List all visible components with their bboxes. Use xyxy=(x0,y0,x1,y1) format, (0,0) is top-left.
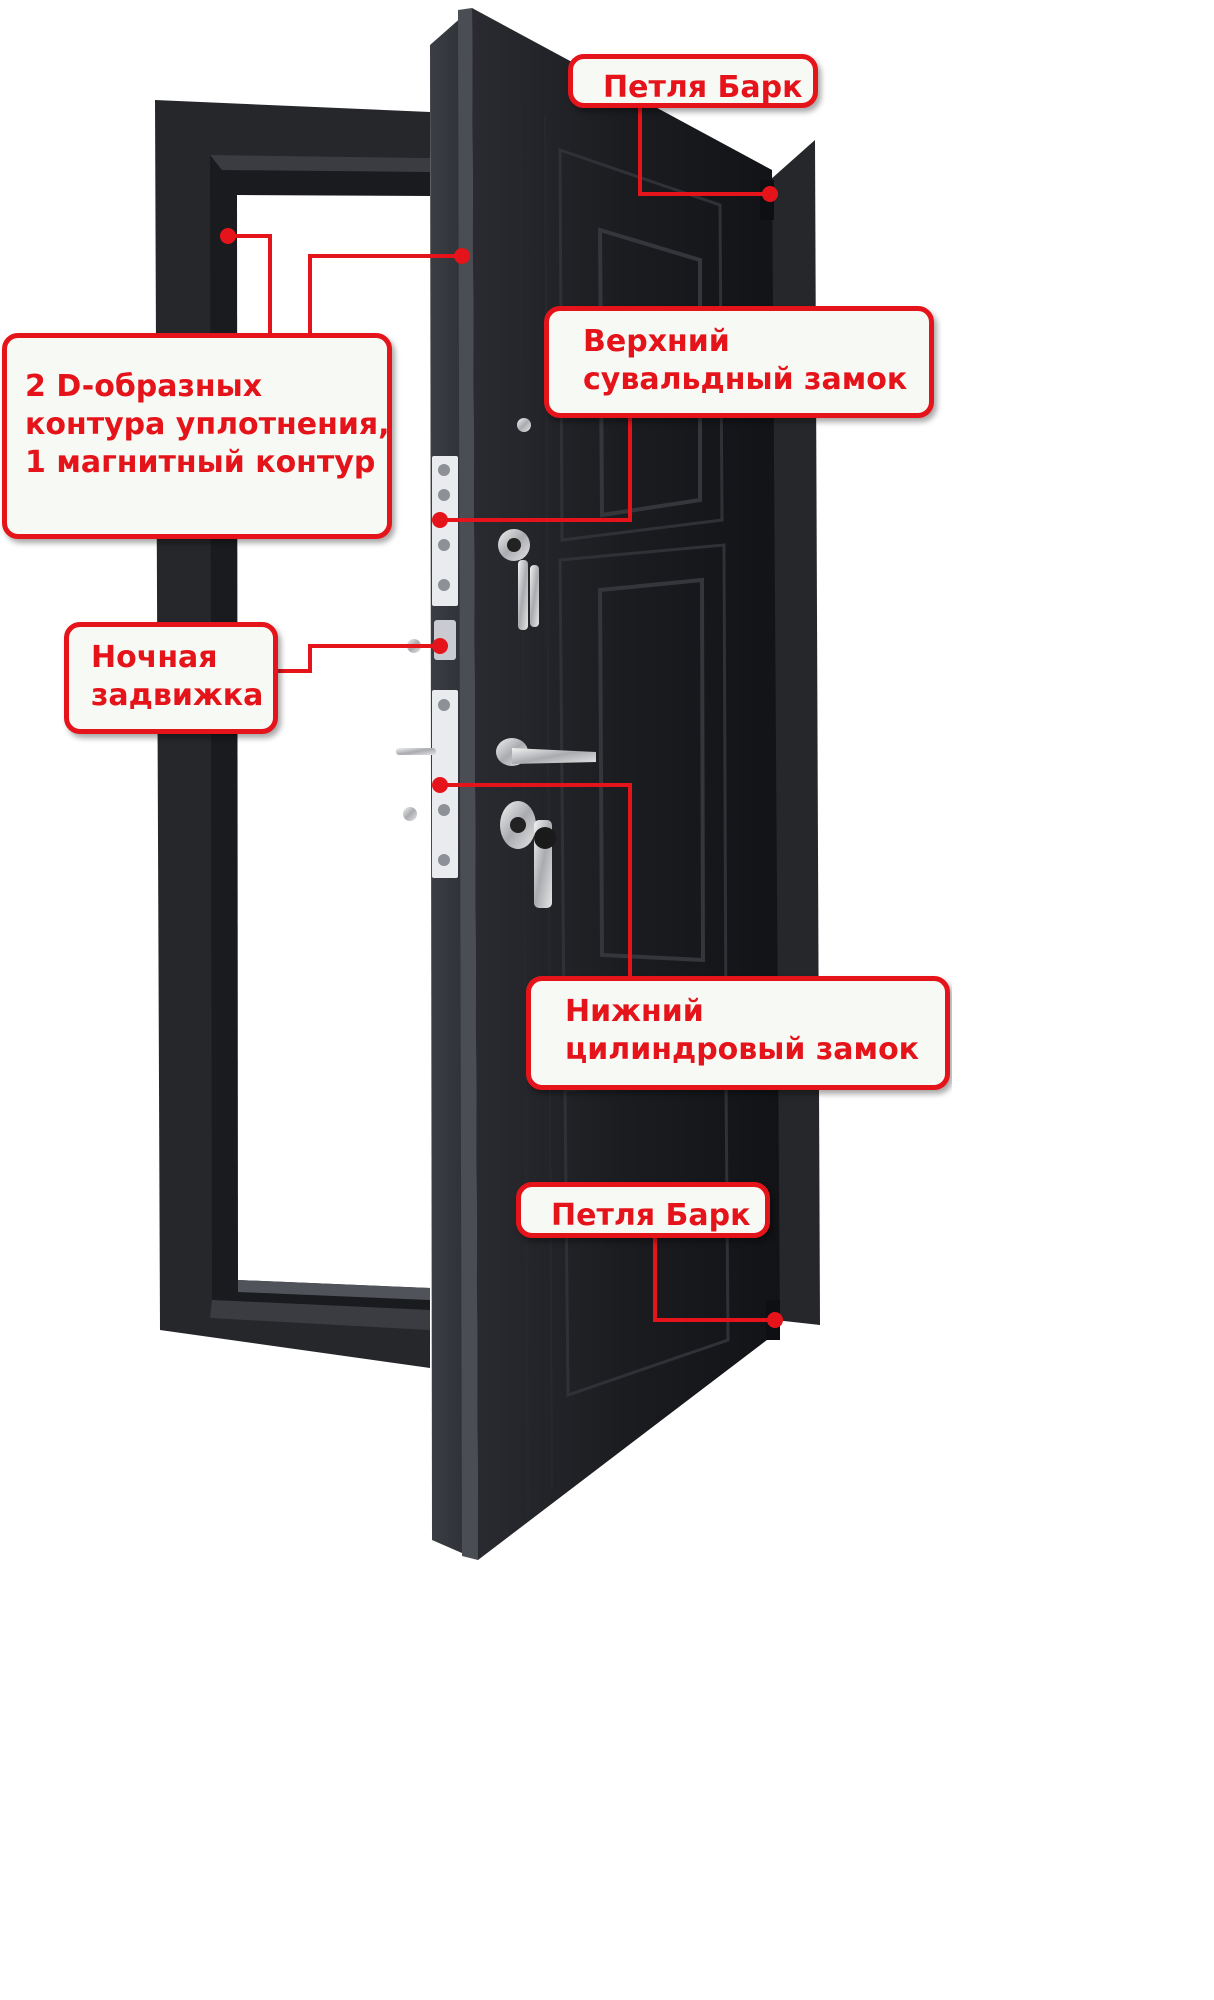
callout-bottom-hinge: Петля Барк xyxy=(516,1182,770,1238)
dot-lower-lock xyxy=(432,777,448,793)
callout-bottom-hinge-label: Петля Барк xyxy=(551,1198,751,1233)
callout-seal: 2 D-образных контура уплотнения, 1 магни… xyxy=(2,333,392,539)
callout-upper-lock: Верхний сувальдный замок xyxy=(544,306,934,418)
callout-night-latch-line-2: задвижка xyxy=(91,678,264,714)
callout-top-hinge: Петля Барк xyxy=(568,54,818,108)
door-hardware xyxy=(496,418,596,908)
dot-upper-lock xyxy=(432,512,448,528)
dot-seal-edge xyxy=(454,248,470,264)
door-illustration xyxy=(155,8,820,1560)
leader-lines xyxy=(228,102,775,1322)
callout-lower-lock: Нижний цилиндровый замок xyxy=(526,976,950,1090)
callout-lower-lock-line-1: Нижний xyxy=(565,994,704,1029)
leader-night-latch xyxy=(274,644,440,673)
callout-upper-lock-line-2: сувальдный замок xyxy=(583,362,908,398)
leader-seal-1 xyxy=(228,234,272,335)
callout-upper-lock-line-1: Верхний xyxy=(583,324,730,359)
callout-lower-lock-line-2: цилиндровый замок xyxy=(565,1032,920,1068)
leader-seal-2 xyxy=(308,254,462,335)
leader-upper-lock xyxy=(440,414,632,522)
leader-lower-lock xyxy=(440,783,632,980)
callout-night-latch-line-1: Ночная xyxy=(91,640,218,675)
door-diagram: Петля Барк Верхний сувальдный замок 2 D-… xyxy=(2,8,950,1560)
leader-bottom-hinge xyxy=(653,1236,775,1322)
callout-seal-line-1: 2 D-образных xyxy=(25,369,263,404)
callout-seal-line-2: контура уплотнения, xyxy=(25,407,390,443)
dot-night-latch xyxy=(432,638,448,654)
dot-top-hinge xyxy=(762,186,778,202)
leader-top-hinge xyxy=(638,102,770,196)
callout-night-latch: Ночная задвижка xyxy=(64,622,278,734)
marker-dots xyxy=(220,186,783,1328)
dot-bottom-hinge xyxy=(767,1312,783,1328)
dot-seal-frame xyxy=(220,228,236,244)
callout-top-hinge-label: Петля Барк xyxy=(603,70,803,105)
callout-seal-line-3: 1 магнитный контур xyxy=(25,445,376,481)
